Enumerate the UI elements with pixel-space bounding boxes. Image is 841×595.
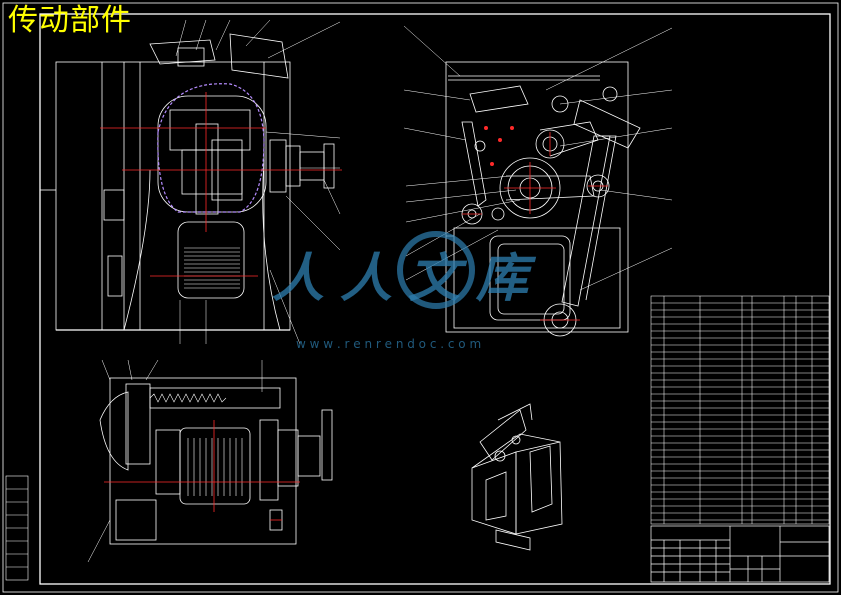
top-view bbox=[99, 377, 333, 545]
watermark-logo bbox=[397, 231, 475, 309]
side-view-red-marks bbox=[484, 126, 514, 166]
parts-list-table bbox=[650, 295, 830, 525]
isometric-view bbox=[471, 403, 563, 551]
side-view-leaders bbox=[403, 25, 673, 291]
motor-fins bbox=[184, 247, 240, 289]
front-view-centerlines bbox=[100, 92, 342, 277]
front-view-leaders bbox=[175, 19, 341, 345]
top-view-spring bbox=[149, 393, 227, 403]
side-view-centerlines bbox=[462, 132, 608, 321]
side-view bbox=[445, 61, 641, 337]
top-view-fins bbox=[187, 438, 243, 496]
top-view-centerlines bbox=[104, 420, 300, 521]
top-view-leaders bbox=[87, 359, 263, 563]
watermark-brand: 人人文库 bbox=[272, 249, 544, 309]
drawing-title: 传动部件 bbox=[8, 3, 132, 38]
side-stamp-table bbox=[5, 475, 29, 581]
title-block bbox=[650, 525, 830, 583]
front-view-hidden-outline bbox=[157, 83, 265, 213]
watermark-url: w w w . r e n r e n d o c . c o m bbox=[296, 337, 481, 351]
